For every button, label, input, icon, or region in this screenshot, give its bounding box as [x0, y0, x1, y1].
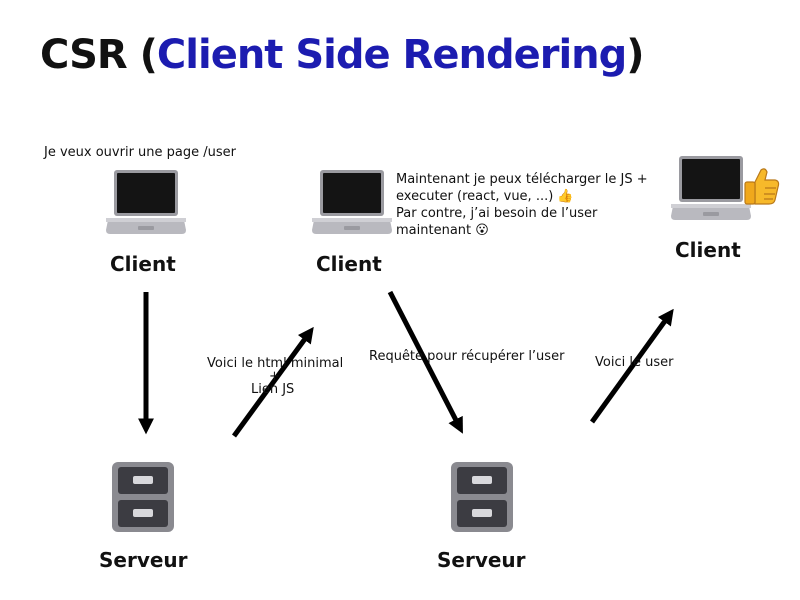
file-cabinet-icon: [112, 462, 174, 532]
title-prefix: CSR (: [40, 32, 158, 78]
page-title: CSR (Client Side Rendering): [40, 32, 645, 78]
arrow-server-to-client-3: [589, 308, 674, 424]
arrow-server-to-client-2: [231, 326, 314, 438]
client2-note-line1: Maintenant je peux télécharger le JS +: [396, 172, 648, 187]
client3-label: Client: [675, 238, 741, 262]
laptop-icon: [312, 170, 392, 234]
file-cabinet-icon: [451, 462, 513, 532]
response2-label: Voici le user: [595, 355, 674, 370]
server1-label: Serveur: [99, 548, 188, 572]
client1-label: Client: [110, 252, 176, 276]
laptop-icon: [671, 156, 751, 220]
laptop-icon: [106, 170, 186, 234]
client2-note: Maintenant je peux télécharger le JS + e…: [396, 171, 648, 239]
client2-note-line4: maintenant 😮: [396, 223, 489, 238]
response1-line2: +: [269, 369, 280, 384]
title-suffix: ): [626, 32, 644, 78]
client2-note-line2: executer (react, vue, ...) 👍: [396, 189, 574, 204]
client1-note: Je veux ouvrir une page /user: [44, 145, 236, 160]
client2-note-line3: Par contre, j’ai besoin de l’user: [396, 206, 598, 221]
arrow-client-to-server-2: [387, 290, 463, 434]
server2-label: Serveur: [437, 548, 526, 572]
title-accent: Client Side Rendering: [156, 32, 627, 78]
client2-label: Client: [316, 252, 382, 276]
thumbs-up-icon: [744, 168, 780, 205]
response1-line3: Lien JS: [251, 382, 295, 397]
request2-label: Requête pour récupérer l’user: [369, 349, 565, 364]
response1-label: Voici le html minimal + Lien JS: [207, 356, 343, 398]
response1-line1: Voici le html minimal: [207, 356, 344, 371]
